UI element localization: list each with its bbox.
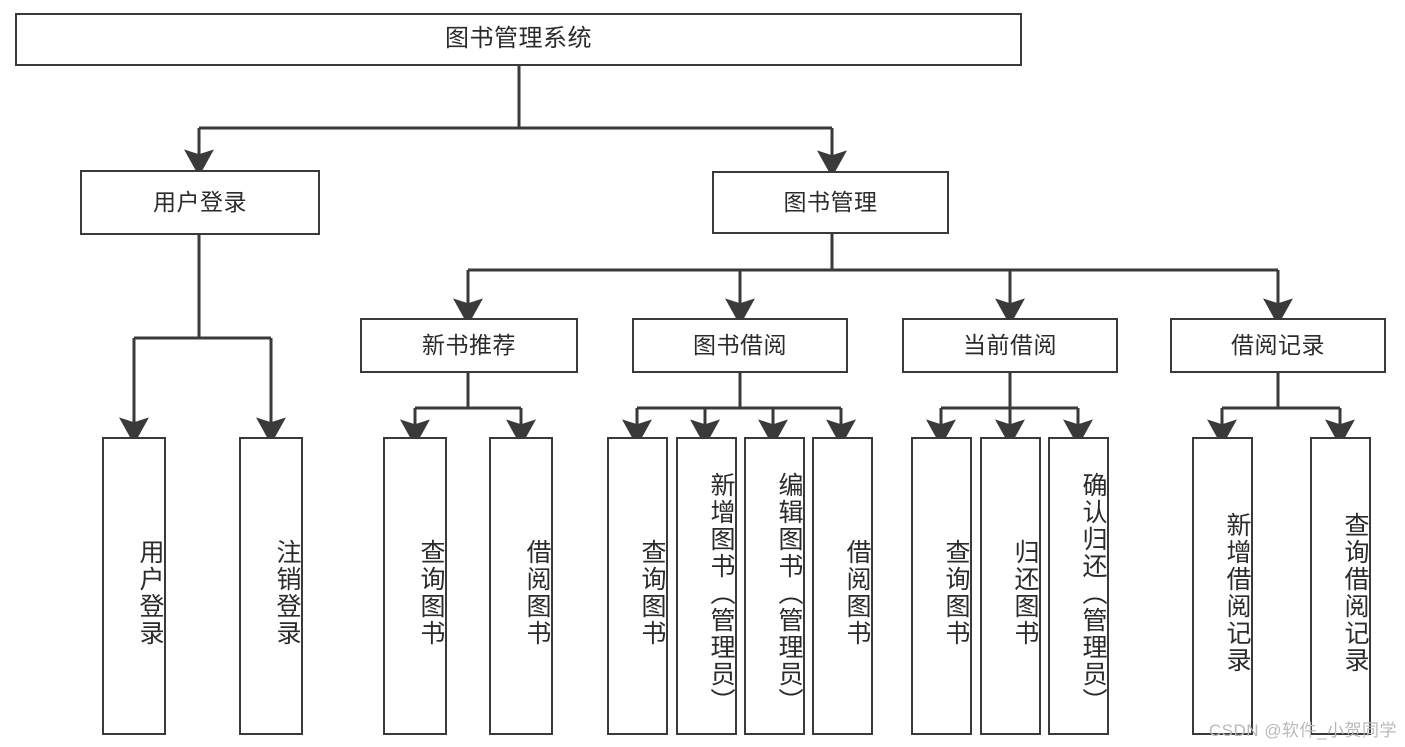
leaf-current-return-book[interactable]: 归还图书 (980, 437, 1041, 735)
node-label: 用户登录 (153, 188, 247, 215)
node-label: 查询图书 (638, 539, 666, 647)
node-label: 借阅图书 (523, 539, 551, 647)
leaf-user-login-logout[interactable]: 注销登录 (239, 437, 303, 735)
node-label: 当前借阅 (963, 331, 1057, 358)
leaf-current-query-book[interactable]: 查询图书 (911, 437, 972, 735)
leaf-new-book-borrow-book[interactable]: 借阅图书 (489, 437, 553, 735)
node-label: 图书借阅 (693, 331, 787, 358)
leaf-user-login-login[interactable]: 用户登录 (102, 437, 166, 735)
node-label: 新书推荐 (422, 331, 516, 358)
node-book-management[interactable]: 图书管理 (712, 171, 949, 234)
node-label: 归还图书 (1011, 539, 1039, 647)
node-label: 图书管理 (783, 188, 878, 215)
leaf-borrow-add-book-admin[interactable]: 新增图书（管理员） (676, 437, 737, 735)
node-borrow-record[interactable]: 借阅记录 (1170, 318, 1386, 373)
node-label: 借阅记录 (1231, 331, 1325, 358)
node-label: 注销登录 (273, 539, 301, 647)
leaf-current-confirm-return-admin[interactable]: 确认归还（管理员） (1048, 437, 1109, 735)
leaf-borrow-query-book[interactable]: 查询图书 (607, 437, 668, 735)
node-label: 用户登录 (136, 539, 164, 647)
node-label: 查询图书 (417, 539, 445, 647)
node-label: 新增借阅记录 (1223, 512, 1251, 674)
node-label: 新增图书（管理员） (707, 471, 735, 715)
node-book-borrow[interactable]: 图书借阅 (632, 318, 848, 373)
node-label: 确认归还（管理员） (1079, 471, 1107, 715)
node-user-login[interactable]: 用户登录 (80, 170, 320, 235)
node-root-book-management-system[interactable]: 图书管理系统 (15, 13, 1022, 66)
leaf-new-book-query-book[interactable]: 查询图书 (383, 437, 447, 735)
node-label: 借阅图书 (843, 539, 871, 647)
leaf-record-query-borrow-record[interactable]: 查询借阅记录 (1310, 437, 1371, 735)
leaf-record-add-borrow-record[interactable]: 新增借阅记录 (1192, 437, 1253, 735)
node-new-book-recommend[interactable]: 新书推荐 (360, 318, 578, 373)
node-label: 图书管理系统 (445, 25, 592, 53)
node-label: 编辑图书（管理员） (775, 471, 803, 715)
node-label: 查询图书 (942, 539, 970, 647)
leaf-borrow-edit-book-admin[interactable]: 编辑图书（管理员） (744, 437, 805, 735)
node-label: 查询借阅记录 (1341, 512, 1369, 674)
node-current-borrow[interactable]: 当前借阅 (902, 318, 1118, 373)
leaf-borrow-borrow-book[interactable]: 借阅图书 (812, 437, 873, 735)
